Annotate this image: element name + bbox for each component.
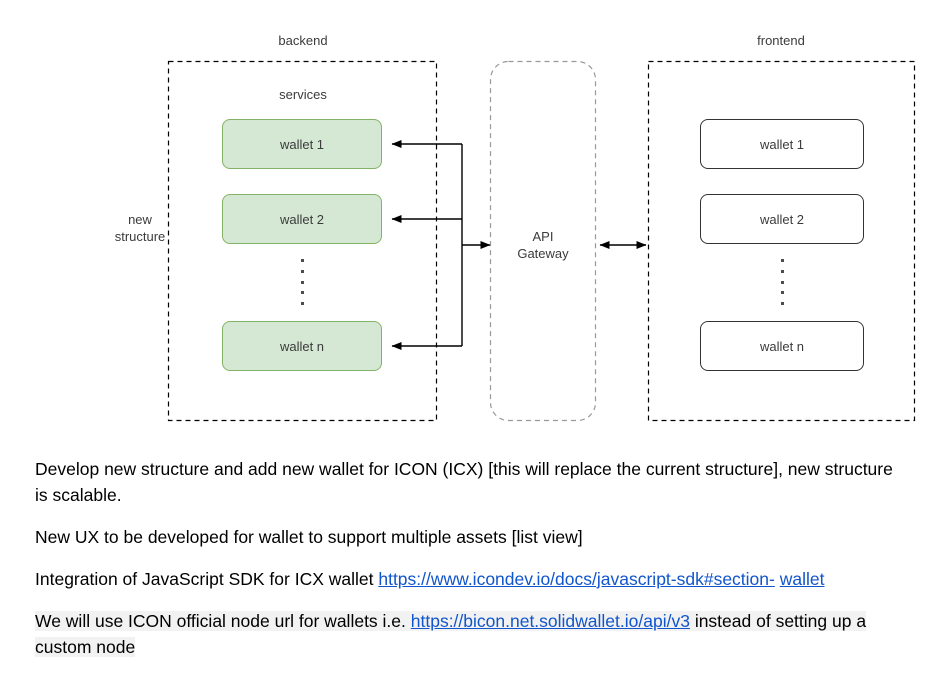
- note-js-sdk-text: Integration of JavaScript SDK for ICX wa…: [35, 569, 379, 589]
- bicon-node-url-link[interactable]: https://bicon.net.solidwallet.io/api/v3: [410, 611, 690, 631]
- api-gateway-node[interactable]: API Gateway: [493, 228, 593, 262]
- backend-wallet-n-label: wallet n: [279, 338, 325, 354]
- note-develop-structure: Develop new structure and add new wallet…: [35, 456, 901, 508]
- new-structure-label-line-1: new: [128, 212, 152, 227]
- backend-wallet-n-node[interactable]: wallet n: [222, 321, 382, 371]
- frontend-wallet-1-label: wallet 1: [759, 136, 805, 152]
- frontend-wallet-2-label: wallet 2: [759, 211, 805, 227]
- api-gateway-label-line-2: Gateway: [517, 246, 569, 261]
- note-new-ux-text: New UX to be developed for wallet to sup…: [35, 527, 583, 547]
- zone-gateway-boundary: [489, 60, 597, 422]
- note-new-ux: New UX to be developed for wallet to sup…: [35, 524, 901, 550]
- zone-backend-boundary: [167, 60, 438, 422]
- notes-list: Develop new structure and add new wallet…: [35, 456, 901, 660]
- icondev-javascript-sdk-link-continuation[interactable]: wallet: [779, 569, 825, 589]
- api-gateway-label-line-1: API: [532, 229, 554, 244]
- frontend-wallet-2-node[interactable]: wallet 2: [700, 194, 864, 244]
- backend-wallet-1-label: wallet 1: [279, 136, 325, 152]
- icondev-javascript-sdk-link[interactable]: https://www.icondev.io/docs/javascript-s…: [378, 569, 775, 589]
- frontend-wallet-n-node[interactable]: wallet n: [700, 321, 864, 371]
- backend-ellipsis-dots: [297, 259, 307, 305]
- architecture-diagram: backend frontend services new structure …: [85, 33, 916, 422]
- new-structure-label: new structure: [85, 211, 195, 245]
- new-structure-label-line-2: structure: [114, 229, 166, 244]
- backend-wallet-2-node[interactable]: wallet 2: [222, 194, 382, 244]
- zone-frontend-boundary: [647, 60, 916, 422]
- frontend-wallet-n-label: wallet n: [759, 338, 805, 354]
- note-js-sdk: Integration of JavaScript SDK for ICX wa…: [35, 566, 901, 592]
- services-group-label: services: [279, 87, 327, 102]
- backend-wallet-2-label: wallet 2: [279, 211, 325, 227]
- zone-label-frontend: frontend: [757, 33, 805, 48]
- diagram-canvas: [167, 60, 916, 422]
- backend-wallet-1-node[interactable]: wallet 1: [222, 119, 382, 169]
- connector-services-to-gateway: [391, 140, 491, 350]
- zone-label-backend: backend: [278, 33, 328, 48]
- note-develop-structure-text: Develop new structure and add new wallet…: [35, 459, 893, 505]
- note-node-url-text-before: We will use ICON official node url for w…: [35, 611, 411, 631]
- frontend-wallet-1-node[interactable]: wallet 1: [700, 119, 864, 169]
- frontend-ellipsis-dots: [777, 259, 787, 305]
- note-node-url: We will use ICON official node url for w…: [35, 608, 901, 660]
